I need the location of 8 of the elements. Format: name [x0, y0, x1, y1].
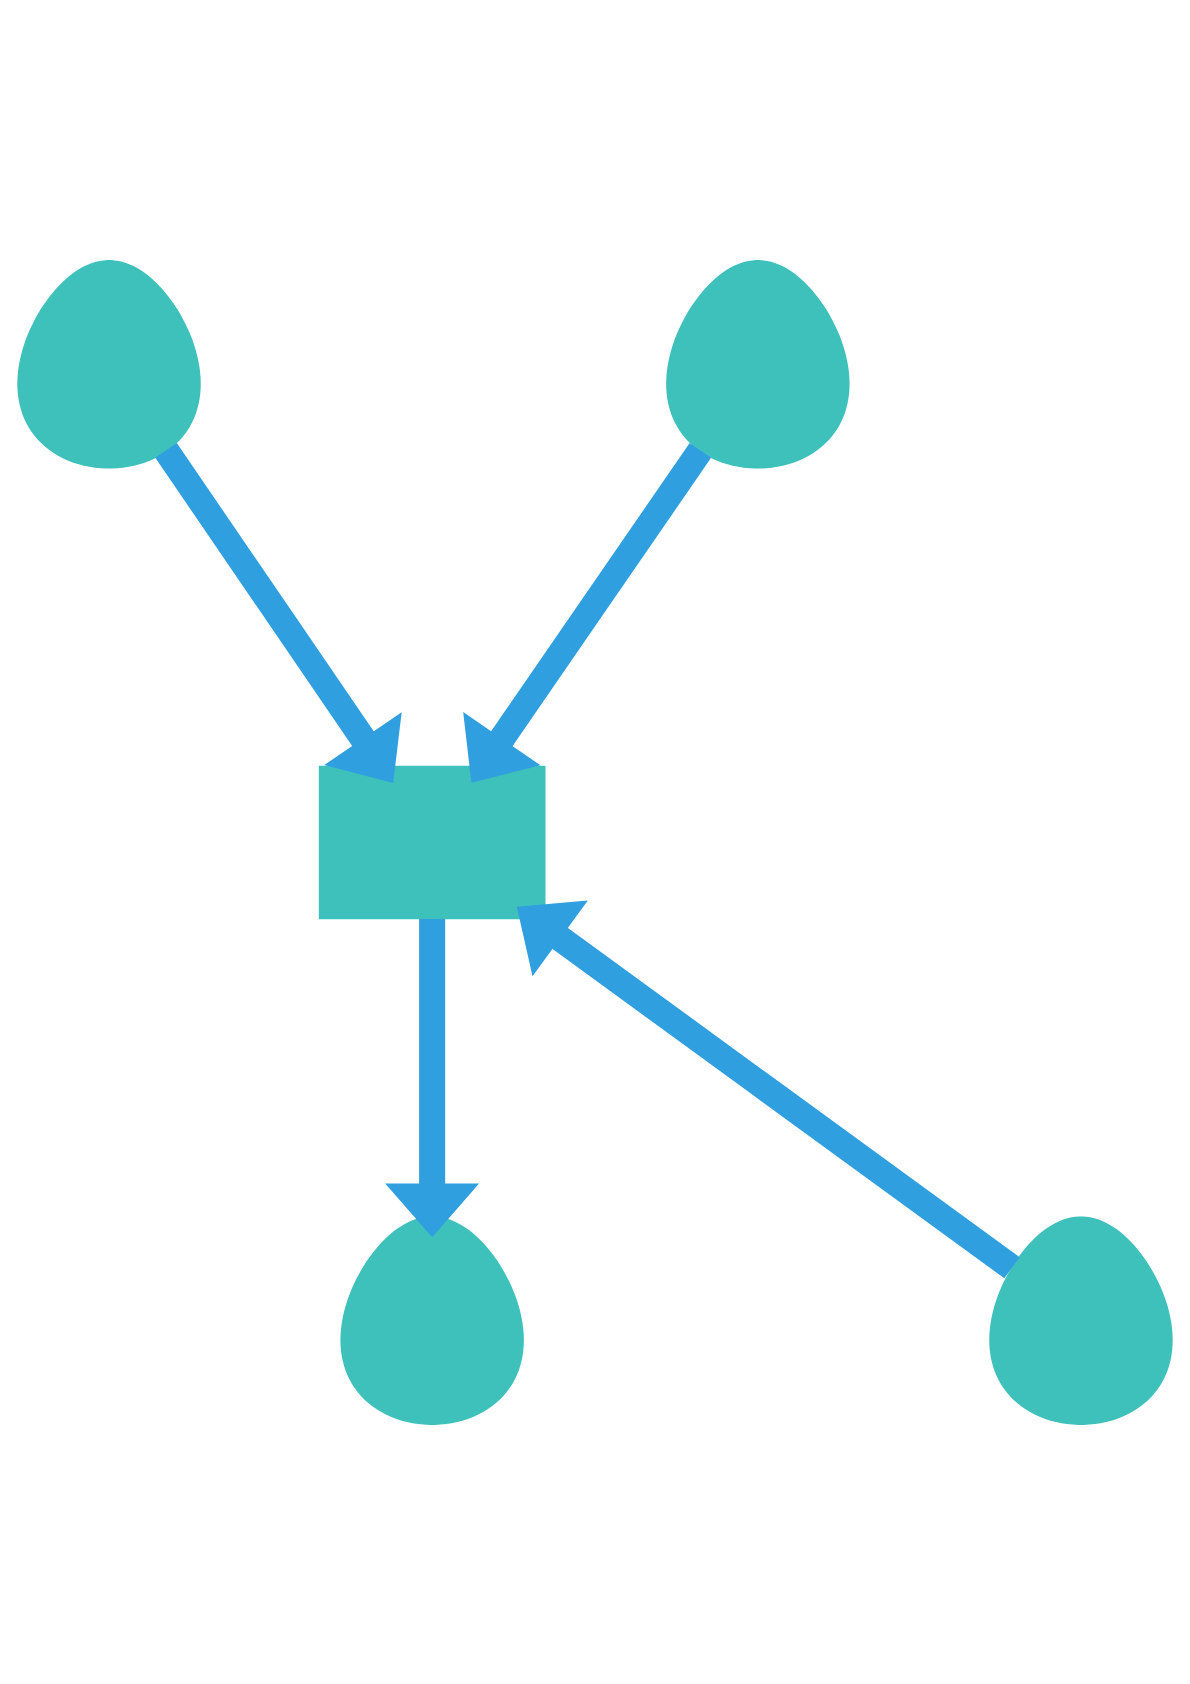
node-person	[666, 259, 850, 469]
arrow	[463, 442, 712, 783]
node-person	[989, 1215, 1173, 1425]
node-box	[318, 765, 546, 919]
node-person	[17, 259, 201, 469]
arrow	[385, 918, 480, 1237]
arrow	[155, 442, 402, 783]
arrow	[516, 900, 1020, 1278]
